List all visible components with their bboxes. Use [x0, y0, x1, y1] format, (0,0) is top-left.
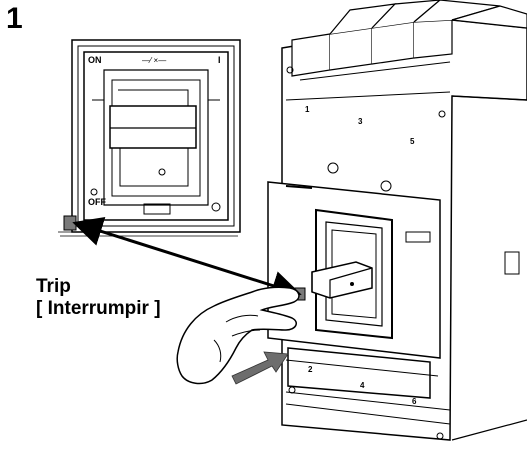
caption-line-1: Trip	[36, 276, 71, 297]
step-number: 1	[6, 2, 23, 35]
inset-detail: ON OFF I —⁄ ×—	[58, 39, 241, 237]
trip-caption: Trip [ Interrumpir ]	[36, 276, 161, 320]
terminal-bottom-2: 2	[308, 365, 313, 374]
breaker-body: 1 3 5	[267, 0, 527, 441]
terminal-bottom-6: 6	[412, 397, 417, 406]
push-arrow-icon	[231, 351, 289, 385]
terminal-bottom-4: 4	[360, 381, 365, 390]
inset-off-label: OFF	[88, 197, 106, 207]
hand-icon	[176, 286, 300, 385]
inset-top-mark: I	[218, 55, 221, 65]
terminal-top-1: 1	[305, 105, 310, 114]
terminal-top-5: 5	[410, 137, 415, 146]
caption-line-2: [ Interrumpir ]	[36, 298, 161, 319]
inset-trip-button	[63, 215, 77, 231]
double-arrow	[72, 216, 302, 301]
inset-switch-symbol: —⁄ ×—	[142, 56, 166, 65]
inset-on-label: ON	[88, 55, 102, 65]
terminal-top-3: 3	[358, 117, 363, 126]
